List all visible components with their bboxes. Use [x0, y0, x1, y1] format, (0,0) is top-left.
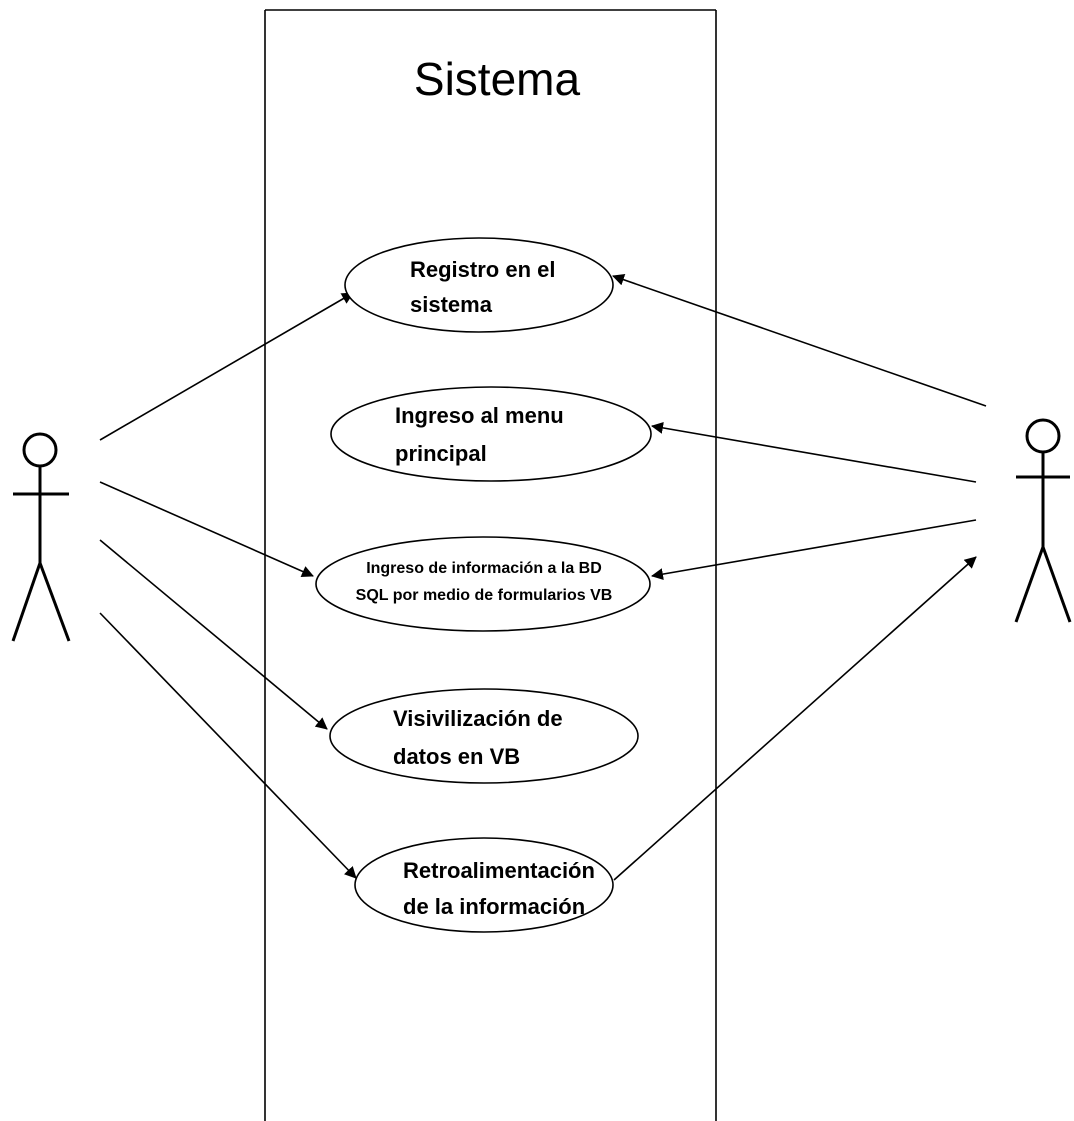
assoc-retro-right: [613, 556, 977, 881]
actor-left-leg-right: [38, 562, 71, 642]
use-case-registro-line1: Registro en el: [410, 257, 555, 282]
assoc-right-registro: [612, 273, 987, 407]
use-case-menu: Ingreso al menu principal: [330, 386, 652, 482]
assoc-left-retro: [99, 612, 357, 879]
assoc-left-ingreso-info: [99, 481, 314, 578]
use-case-ingreso-informacion: Ingreso de información a la BD SQL por m…: [315, 536, 651, 632]
use-case-menu-line1: Ingreso al menu: [395, 403, 564, 428]
associations: [99, 273, 987, 881]
use-case-retroalimentacion: Retroalimentación de la información: [354, 837, 614, 933]
use-case-retroalimentacion-line1: Retroalimentación: [403, 858, 595, 883]
system-title: Sistema: [414, 53, 581, 105]
use-case-ingreso-informacion-line2: SQL por medio de formularios VB: [356, 587, 613, 604]
use-case-retroalimentacion-line2: de la información: [403, 894, 585, 919]
actor-right-leg-left: [1014, 546, 1045, 623]
assoc-left-visivilizacion: [99, 539, 328, 730]
use-case-registro-line2: sistema: [410, 292, 493, 317]
use-case-menu-line2: principal: [395, 441, 487, 466]
assoc-left-registro: [99, 292, 354, 441]
actor-right: [1014, 418, 1072, 623]
actor-right-head: [1025, 418, 1061, 454]
use-case-visivilizacion-line1: Visivilización de: [393, 706, 563, 731]
assoc-right-ingreso-info: [651, 519, 977, 581]
use-case-ingreso-informacion-line1: Ingreso de información a la BD: [366, 560, 602, 577]
actor-left: [11, 432, 71, 642]
actor-left-head: [22, 432, 58, 468]
use-case-visivilizacion: Visivilización de datos en VB: [329, 688, 639, 784]
actor-right-leg-right: [1041, 546, 1072, 623]
actor-left-leg-left: [11, 562, 42, 642]
assoc-right-menu: [651, 421, 977, 483]
use-case-visivilizacion-line2: datos en VB: [393, 744, 520, 769]
use-case-registro: Registro en el sistema: [344, 237, 614, 333]
